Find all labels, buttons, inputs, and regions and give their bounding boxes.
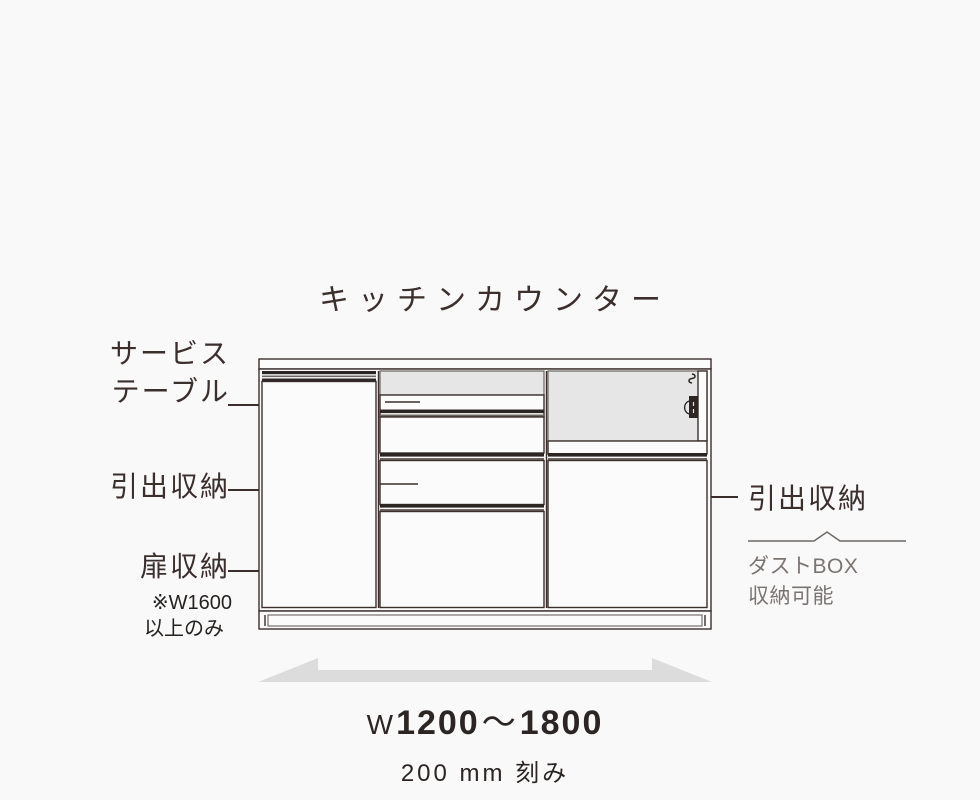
- dimension-width-text: W1200〜1800: [258, 706, 712, 740]
- note-door-storage: ※W1600 以上のみ: [0, 590, 232, 642]
- label-service-table: サービス テーブル: [0, 335, 230, 411]
- note-door-line1: ※W1600: [151, 592, 232, 614]
- dimension-width-prefix: W: [366, 709, 397, 740]
- dimension-step-text: 200 mm 刻み: [400, 760, 570, 787]
- leader-line-drawer-left-solid: [228, 489, 272, 491]
- note-door-line2: 以上のみ: [144, 618, 224, 640]
- dimension-width-max: 1800: [519, 704, 604, 742]
- counter-top: [258, 358, 712, 370]
- section-drawer-stack-right: [547, 370, 708, 609]
- label-service-table-line2: テーブル: [111, 376, 230, 407]
- door-handle-icon: [683, 396, 698, 418]
- label-drawer-storage-right: 引出収納: [748, 483, 869, 514]
- note-dust-box-line2: 収納可能: [748, 585, 834, 608]
- section-door-storage-left: [261, 371, 377, 609]
- label-door-storage: 扉収納: [139, 551, 230, 582]
- kitchen-counter-elevation-drawing: .ln { stroke:#3a2f2c; stroke-width:1.4; …: [258, 358, 712, 630]
- base-plinth: [258, 610, 712, 630]
- section-drawer-stack-center: [379, 370, 545, 609]
- page-title: キッチンカウンター: [319, 284, 670, 317]
- dimension-arrow-icon: [258, 658, 712, 682]
- hinge-icon: [688, 373, 696, 384]
- dimension-width-min: 1200: [396, 704, 480, 742]
- caret-divider-icon: [748, 531, 906, 542]
- note-dust-box-line1: ダストBOX: [748, 555, 859, 578]
- leader-line-service-table-solid: [228, 404, 272, 406]
- label-service-table-line1: サービス: [109, 338, 230, 369]
- dimension-range-separator: 〜: [481, 704, 518, 742]
- label-drawer-storage-left: 引出収納: [109, 471, 230, 502]
- note-dust-box: ダストBOX 収納可能: [748, 552, 858, 612]
